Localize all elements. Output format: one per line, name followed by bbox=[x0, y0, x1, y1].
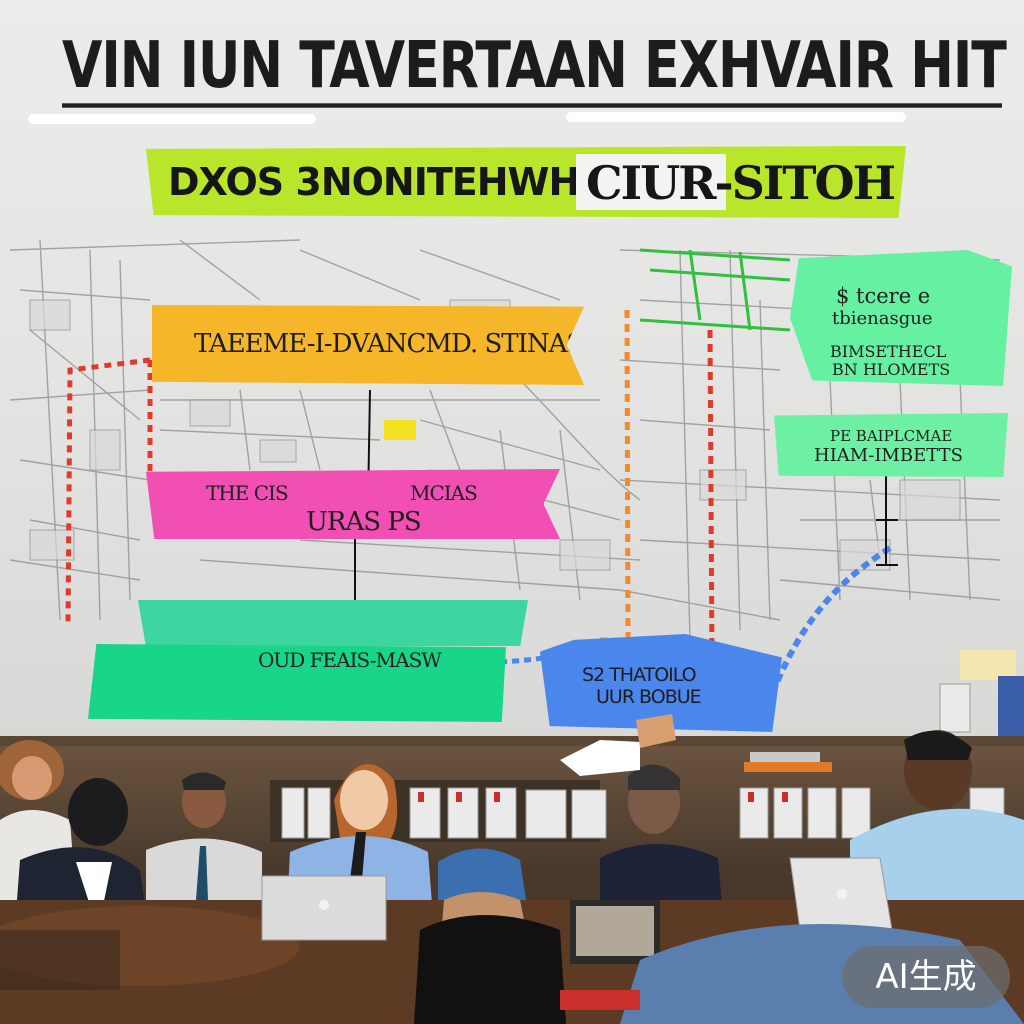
subtitle-white-patch bbox=[576, 154, 726, 210]
sticky-note-middle-line2: HIAM-IMBETTS bbox=[814, 445, 963, 466]
sticky-note-middle: PE BAIPLCMAE HIAM-IMBETTS bbox=[774, 413, 1008, 477]
headline-rule-right bbox=[566, 112, 906, 122]
sticky-note-top-line2: tbienasgue bbox=[832, 308, 933, 329]
headline: VIN IUN TAVERTAAN EXHVAIR HIT NAAW bbox=[62, 26, 1024, 108]
pink-banner-right-label: MCIAS bbox=[410, 481, 478, 505]
pink-banner-bottom-label: URAS PS bbox=[306, 507, 422, 537]
subtitle-right: CIUR-SITOH bbox=[586, 156, 896, 210]
pink-banner: THE CIS MCIAS URAS PS bbox=[146, 469, 560, 539]
yellow-banner: TAEEME-I-DVANCMD. STINAS bbox=[152, 305, 584, 385]
headline-rule-left bbox=[28, 114, 316, 124]
whiteboard: VIN IUN TAVERTAAN EXHVAIR HIT NAAW DXOS … bbox=[0, 0, 1024, 740]
mint-banner bbox=[138, 600, 528, 646]
yellow-banner-label: TAEEME-I-DVANCMD. STINAS bbox=[194, 329, 584, 359]
green-banner-label: OUD FEAIS-MASW bbox=[258, 648, 442, 672]
student-front-cap bbox=[414, 848, 566, 1024]
laptops bbox=[261, 857, 893, 964]
sticky-note-top-line3: BIMSETHECL bbox=[830, 342, 947, 361]
ai-generated-watermark: AI生成 bbox=[842, 946, 1010, 1008]
blue-banner: S2 THATOILO UUR BOBUE bbox=[540, 634, 782, 732]
subtitle-band: DXOS 3NONITEHWH CIUR-SITOH bbox=[146, 146, 906, 218]
sticky-note-top: $ tcere e tbienasgue BIMSETHECL BN HLOME… bbox=[790, 250, 1012, 386]
sticky-note-middle-line1: PE BAIPLCMAE bbox=[830, 427, 953, 445]
pink-banner-left-label: THE CIS bbox=[206, 481, 289, 505]
blue-banner-line2: UUR BOBUE bbox=[596, 686, 702, 708]
subtitle-left: DXOS 3NONITEHWH bbox=[168, 160, 580, 204]
sticky-note-top-line4: BN HLOMETS bbox=[832, 360, 951, 379]
sticky-note-top-line1: $ tcere e bbox=[836, 284, 931, 308]
blue-banner-line1: S2 THATOILO bbox=[582, 664, 697, 686]
green-banner: OUD FEAIS-MASW bbox=[88, 644, 506, 722]
